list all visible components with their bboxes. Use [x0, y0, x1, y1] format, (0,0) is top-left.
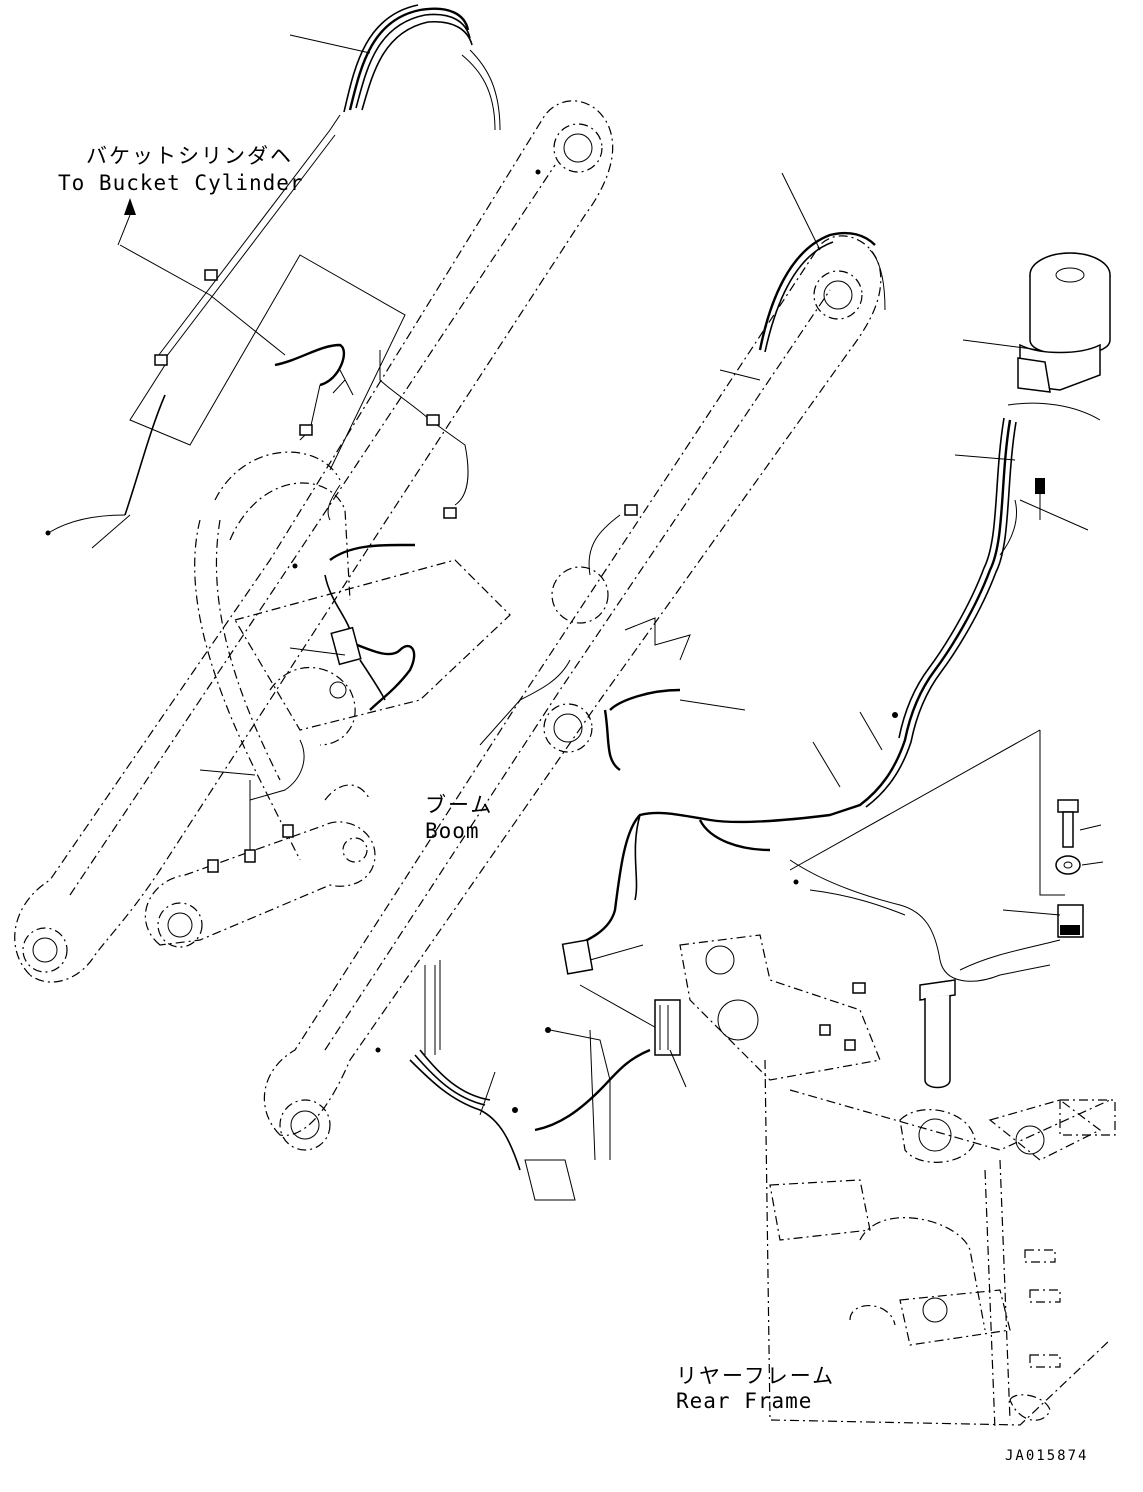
grease-pump: [1017, 252, 1111, 494]
rear-frame-outline: [679, 934, 1116, 1431]
boom-outline: [14, 100, 882, 1151]
bucket-cylinder-label-en: To Bucket Cylinder: [58, 171, 304, 195]
leader-lines: [91, 34, 1104, 1201]
boom-label-en: Boom: [425, 819, 480, 843]
boom-label-jp: ブーム: [425, 793, 494, 817]
fittings: [45, 169, 898, 1113]
drawing-id: JA015874: [1005, 1448, 1089, 1464]
bucket-cylinder-label-jp: バケットシリンダヘ: [86, 144, 293, 168]
components: [154, 252, 1111, 1089]
rear-frame-label-en: Rear Frame: [676, 1389, 813, 1413]
hose-harness: [49, 4, 1101, 1171]
rear-frame-label-jp: リヤーフレーム: [676, 1364, 836, 1388]
